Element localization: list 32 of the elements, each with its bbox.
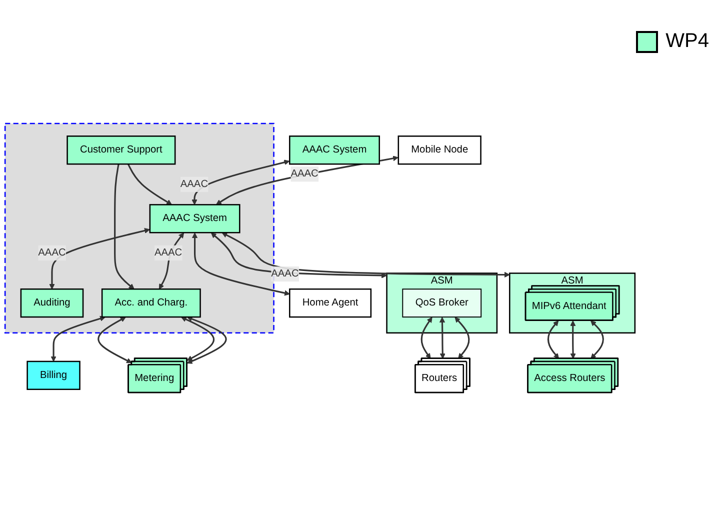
edge-label: AAAC [154,247,182,258]
arrow [570,320,576,359]
node-box: AAAC System [289,136,380,165]
node-box: Billing [26,360,80,390]
arrow [439,317,446,359]
arrow [222,232,510,278]
legend-label: WP4 [666,30,709,53]
edge-label: AAAC [38,247,66,258]
node-box: Home Agent [289,288,372,318]
arrow [98,316,132,364]
edge-label: AAAC [180,178,208,190]
arrow [454,316,470,359]
arrow [114,164,134,290]
edge-label: AAAC [271,268,299,280]
arrow [49,228,150,290]
node-box: Auditing [20,288,84,318]
arrow [181,316,215,361]
node-box: Mobile Node [398,136,482,165]
edge-label: AAAC [290,168,318,180]
arrow [192,160,290,205]
arrow [590,320,604,359]
node-box: AAAC System [149,204,240,234]
node-box: Acc. and Charg. [101,288,201,318]
node-box: Customer Support [66,136,176,165]
arrow [50,316,106,362]
arrow [192,232,290,296]
arrow [216,156,398,205]
arrow [547,320,560,359]
arrow [420,316,432,359]
arrow [186,316,227,364]
node-box: QoS Broker [402,288,482,318]
arrow [127,164,172,205]
